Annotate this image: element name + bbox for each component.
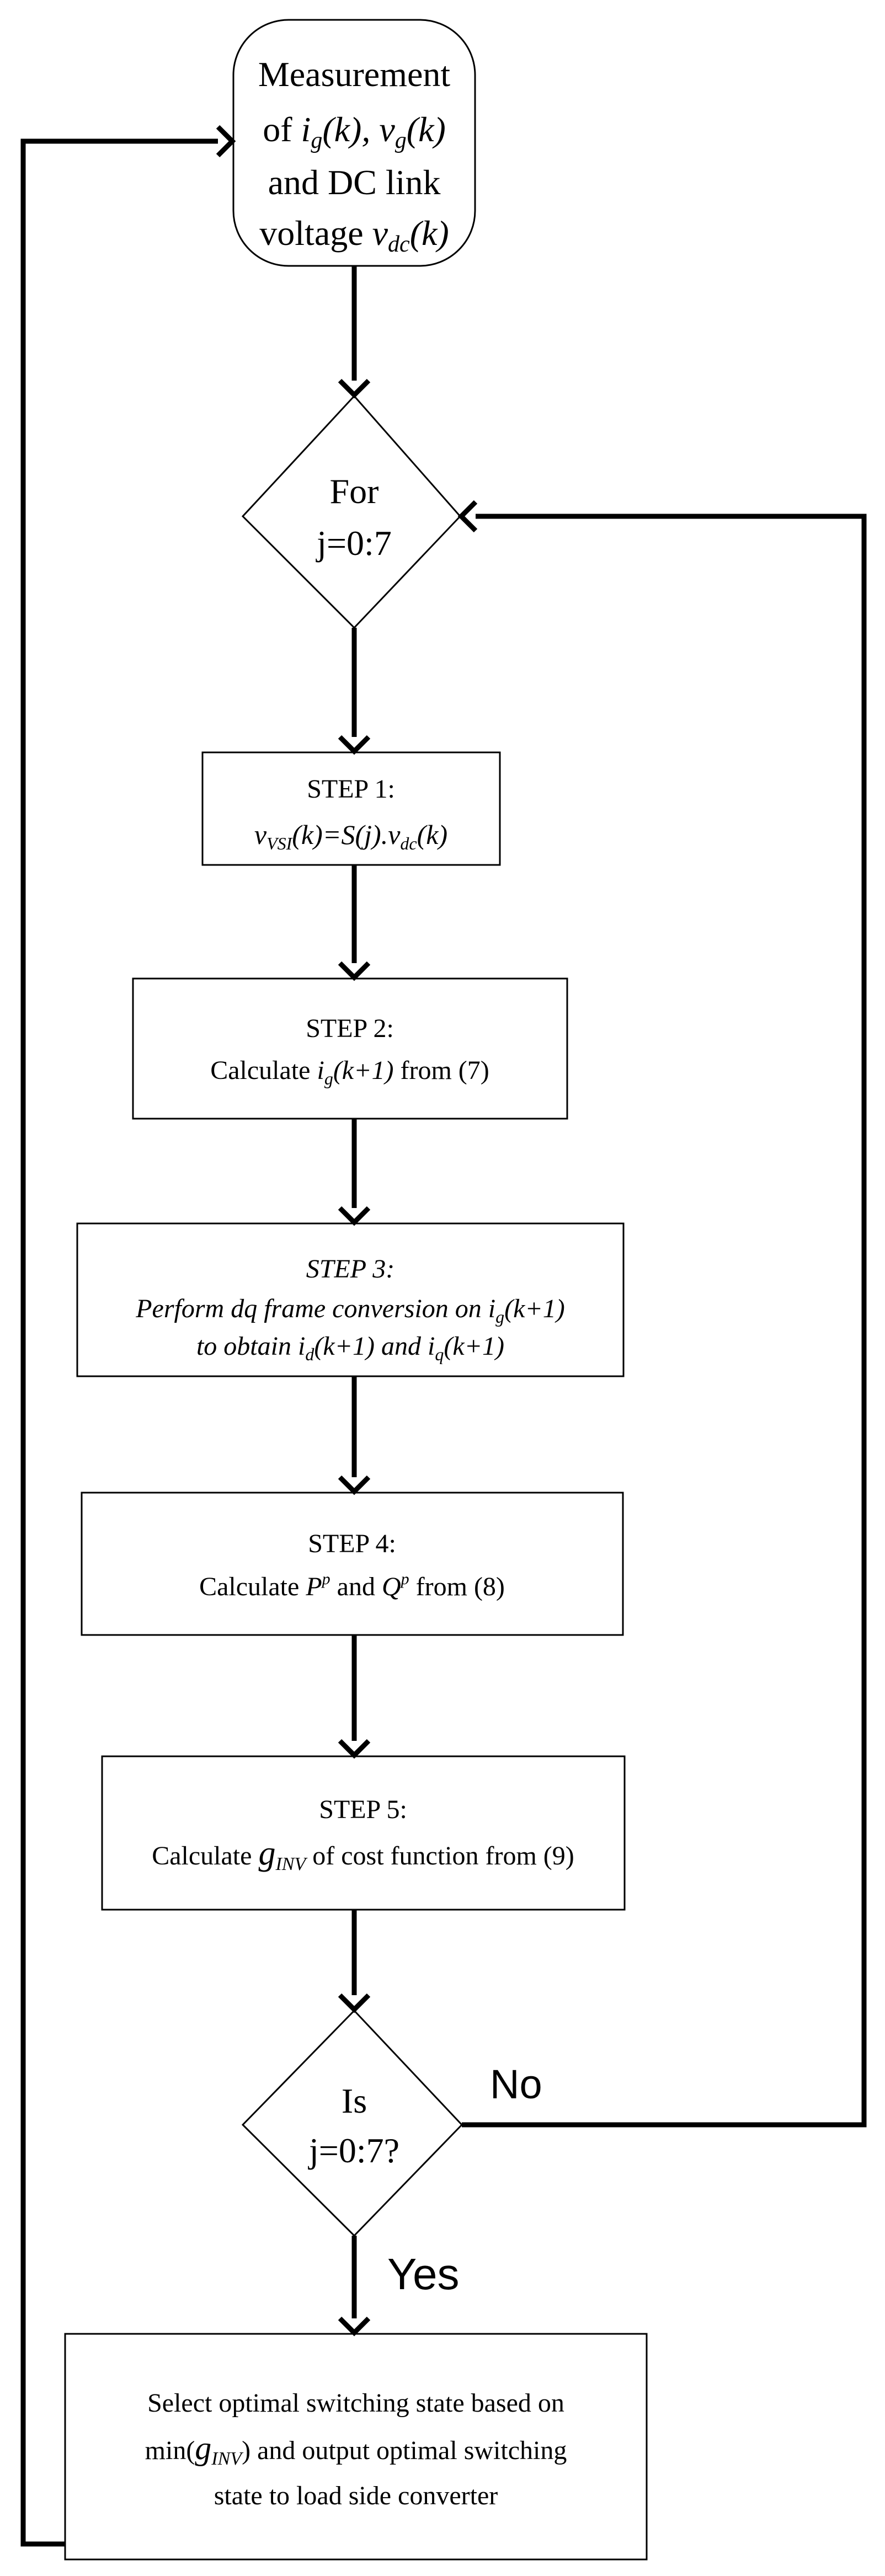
for-label: For [330,472,379,511]
no-loop-back-line [462,514,867,2128]
step3-line3: to obtain id(k+1) and iq(k+1) [196,1332,504,1364]
arrowhead-step1 [338,735,371,755]
step4-body: Calculate Pp and Qp from (8) [199,1570,505,1601]
no-label: No [490,2061,542,2107]
arrowhead-outer-loop [216,125,236,158]
measure-line2: of ig(k), vg(k) [263,110,446,153]
arrowhead-final [338,2316,371,2337]
arrowhead-for [338,378,371,399]
measure-line3: and DC link [268,163,441,202]
final-line3: state to load side converter [214,2481,498,2510]
measure-line4: voltage vdc(k) [259,213,449,257]
arrowhead-no-loop [457,500,478,533]
arrowhead-check [338,1993,371,2013]
check-condition: j=0:7? [308,2131,399,2170]
loop-check-decision [241,2009,463,2237]
step1-formula: vVSI(k)=S(j).vdc(k) [254,819,447,853]
step2-body: Calculate ig(k+1) from (7) [210,1056,489,1088]
step2-title: STEP 2: [306,1014,394,1043]
step5-body: Calculate gINV of cost function from (9) [152,1835,574,1874]
yes-label: Yes [387,2249,460,2299]
for-range: j=0:7 [316,523,392,563]
outer-loop-back-line [20,138,218,2547]
arrowhead-step4 [338,1475,371,1495]
step2-box [132,977,568,1120]
step5-title: STEP 5: [319,1795,407,1824]
step1-box [201,751,501,866]
step3-line2: Perform dq frame conversion on ig(k+1) [135,1294,565,1327]
step3-box [76,1222,625,1377]
arrowhead-step3 [338,1206,371,1226]
step1-title: STEP 1: [307,774,395,804]
arrowhead-step2 [338,961,371,981]
final-line2: min(gINV) and output optimal switching [145,2430,567,2469]
arrowhead-step5 [338,1739,371,1759]
final-line1: Select optimal switching state based on [147,2388,564,2418]
for-loop-decision [241,394,462,629]
final-box [64,2333,648,2561]
measure-line1: Measurement [258,55,451,94]
step4-title: STEP 4: [308,1529,396,1558]
step4-box [81,1492,624,1636]
step5-box [101,1755,626,1911]
check-label: Is [342,2081,367,2120]
step3-title: STEP 3: [306,1254,394,1284]
